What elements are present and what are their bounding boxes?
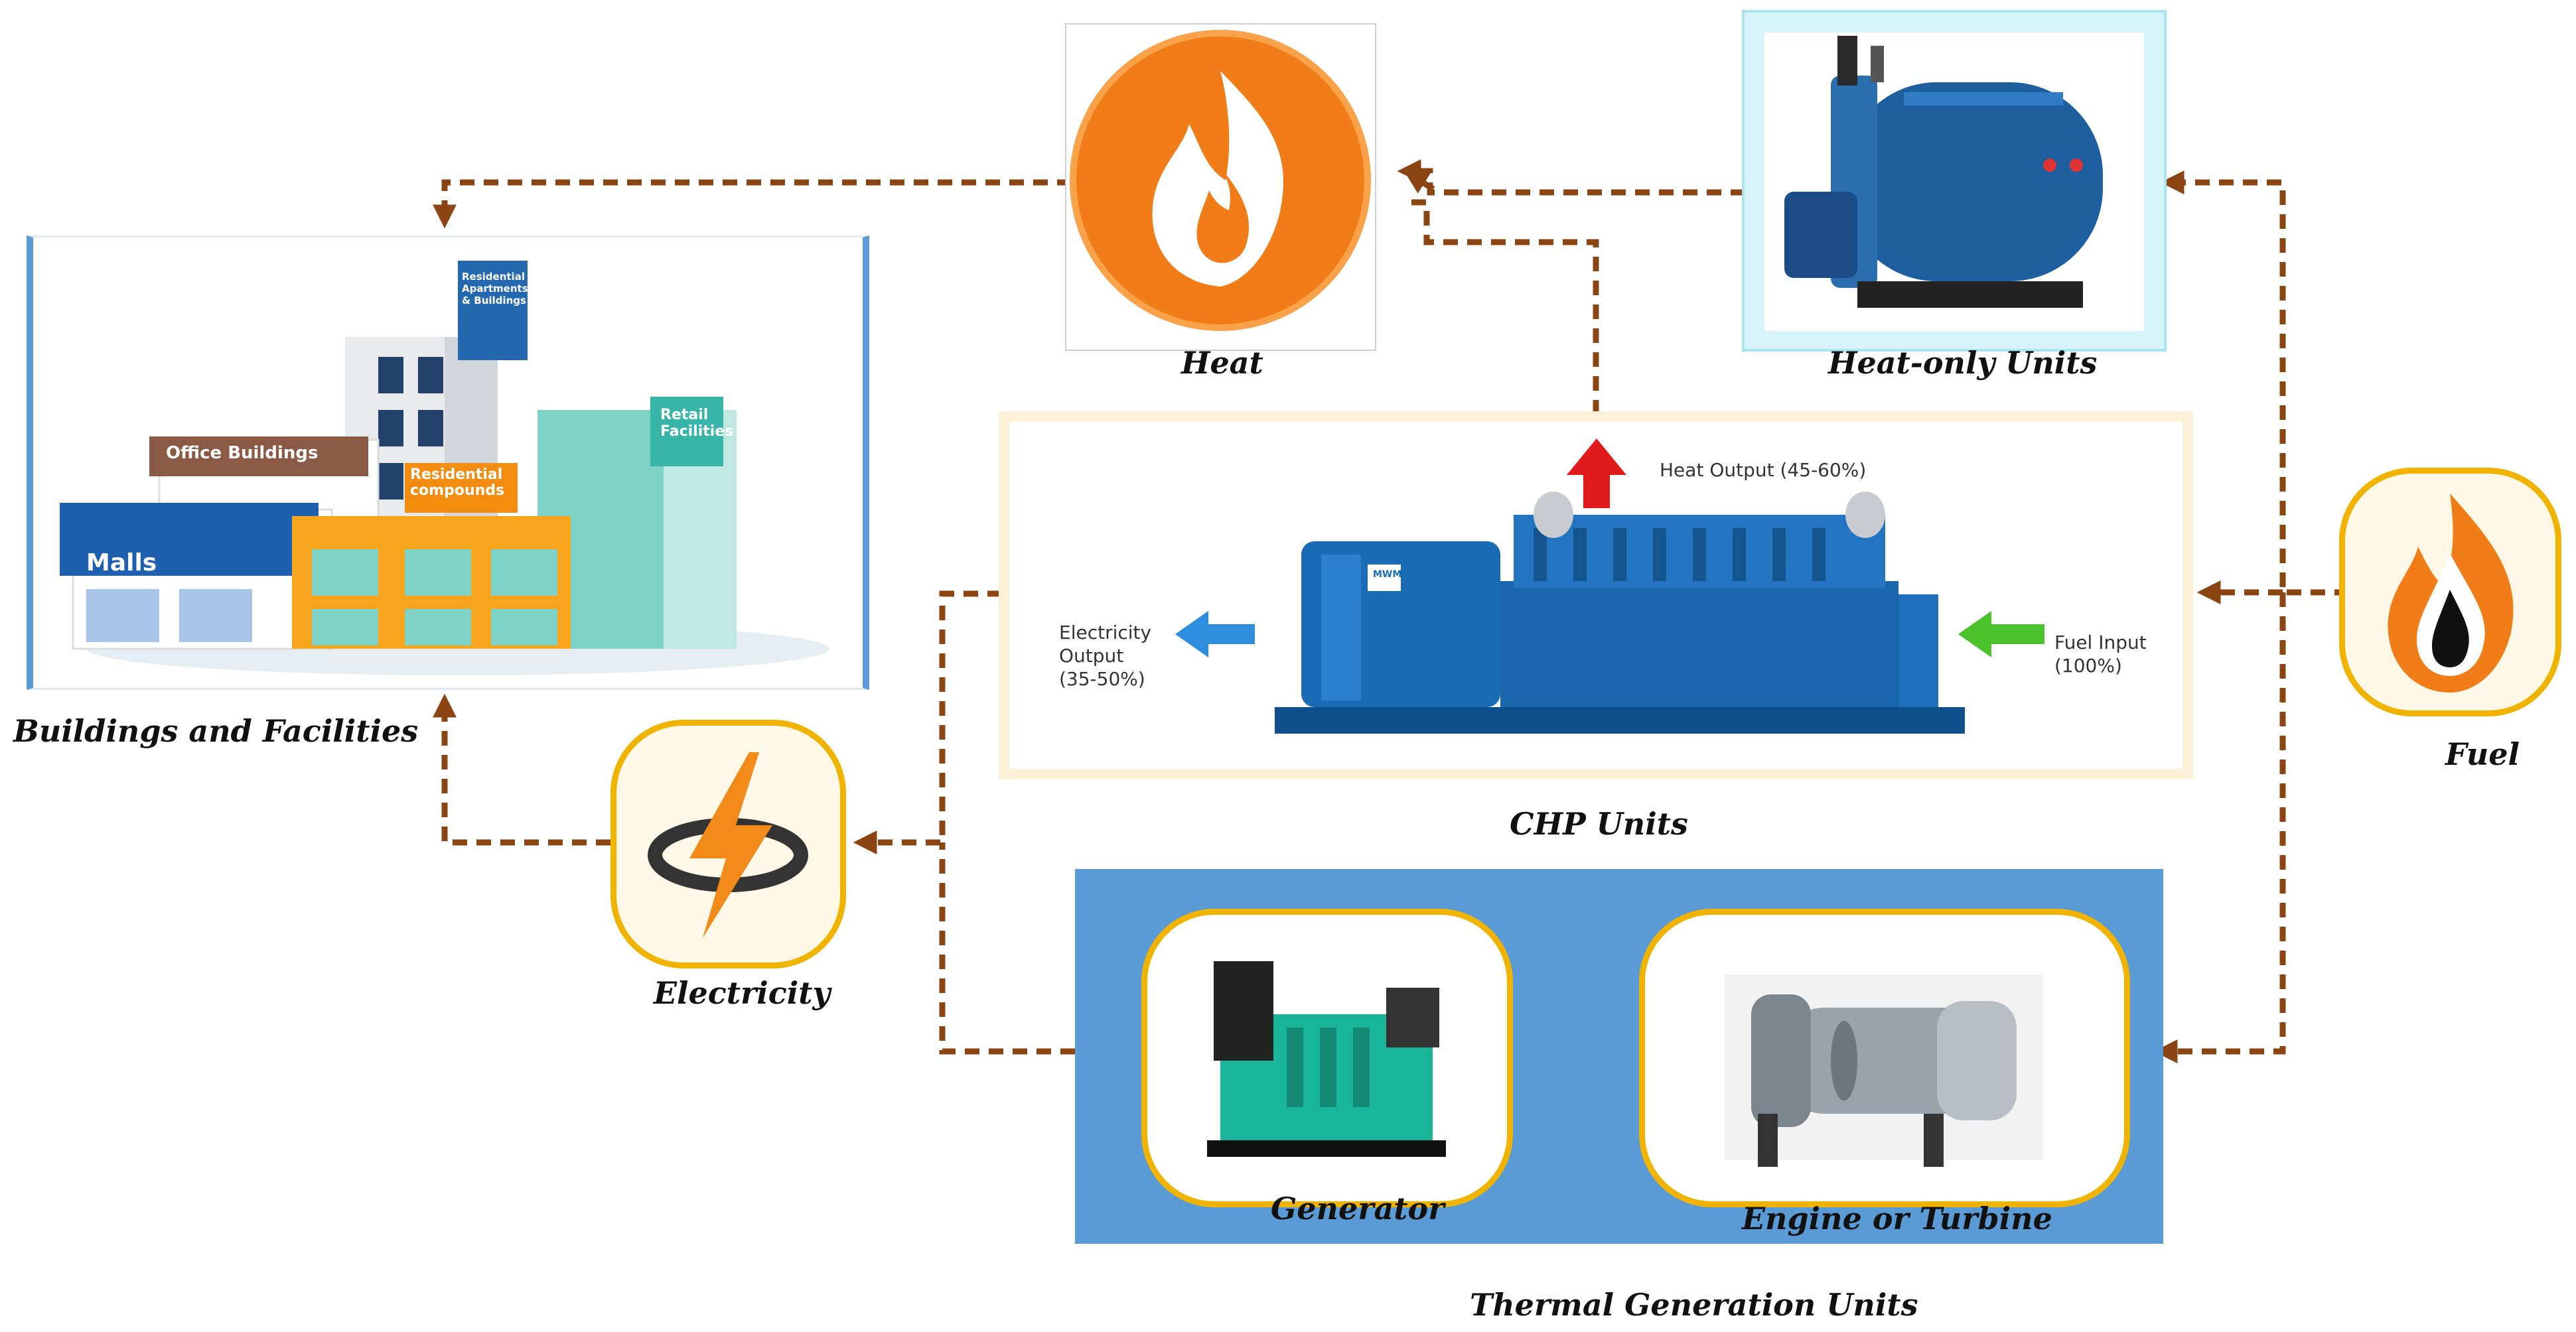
flame-circle-icon xyxy=(1070,30,1371,331)
connector-chp-to-heat xyxy=(1407,199,1599,415)
lightning-bolt-icon xyxy=(648,752,808,938)
heat-output-label: Heat Output (45-60%) xyxy=(1660,459,1867,481)
thermal-units-label: Thermal Generation Units xyxy=(1470,1287,1918,1323)
buildings-node: Malls Office Buildings Residential compo… xyxy=(27,235,869,690)
connector-heat-to-buildings xyxy=(433,179,1072,229)
turbine-image xyxy=(1725,974,2043,1167)
connector-chp-to-electricity xyxy=(853,590,1002,854)
buildings-illustration xyxy=(60,261,829,675)
boiler-image xyxy=(1764,33,2144,331)
fuel-node xyxy=(2339,468,2561,716)
heat-only-node xyxy=(1742,10,2167,352)
electricity-output-label: Electricity Output (35-50%) xyxy=(1059,622,1152,690)
fuel-label: Fuel xyxy=(2445,736,2520,772)
engine-badge: MWM xyxy=(1373,569,1402,580)
heat-node xyxy=(1065,23,1376,351)
heat-only-label: Heat-only Units xyxy=(1828,345,2098,381)
sign-residential-compounds: Residential compounds xyxy=(410,466,505,500)
thermal-units-node: Generator Engine or Turbine xyxy=(1075,869,2163,1244)
chp-label: CHP Units xyxy=(1510,806,1688,842)
heat-output-arrow xyxy=(1567,438,1626,508)
sign-office-buildings: Office Buildings xyxy=(166,443,319,463)
fuel-input-label: Fuel Input (100%) xyxy=(2054,632,2147,677)
engine-or-turbine-label: Engine or Turbine xyxy=(1742,1201,2052,1236)
chp-node: Heat Output (45-60%) Electricity Output … xyxy=(999,411,2193,779)
generator-image xyxy=(1207,961,1446,1157)
connector-heatonly-to-heat xyxy=(1397,159,1745,196)
fuel-drop-icon xyxy=(2388,494,2514,693)
connector-fuel-to-engine xyxy=(2153,592,2286,1063)
electricity-node xyxy=(610,720,846,968)
buildings-label: Buildings and Facilities xyxy=(13,713,419,749)
connector-electricity-to-buildings xyxy=(433,693,610,846)
connector-generator-to-electricity xyxy=(939,842,1075,1055)
generator-label: Generator xyxy=(1271,1191,1445,1227)
electricity-label: Electricity xyxy=(654,975,831,1011)
sign-malls: Malls xyxy=(86,549,157,576)
connector-fuel-trunk xyxy=(2160,170,2349,596)
heat-label: Heat xyxy=(1181,345,1263,381)
engine-pill xyxy=(1639,909,2130,1207)
electricity-output-arrow xyxy=(1175,611,1255,657)
generator-pill xyxy=(1141,909,1513,1207)
fuel-input-arrow xyxy=(1958,611,2044,657)
chp-engine-image xyxy=(1175,438,2044,734)
sign-residential-apartments: Residential Apartments & Buildings xyxy=(462,271,528,306)
sign-retail-facilities: Retail Facilities xyxy=(660,407,734,440)
